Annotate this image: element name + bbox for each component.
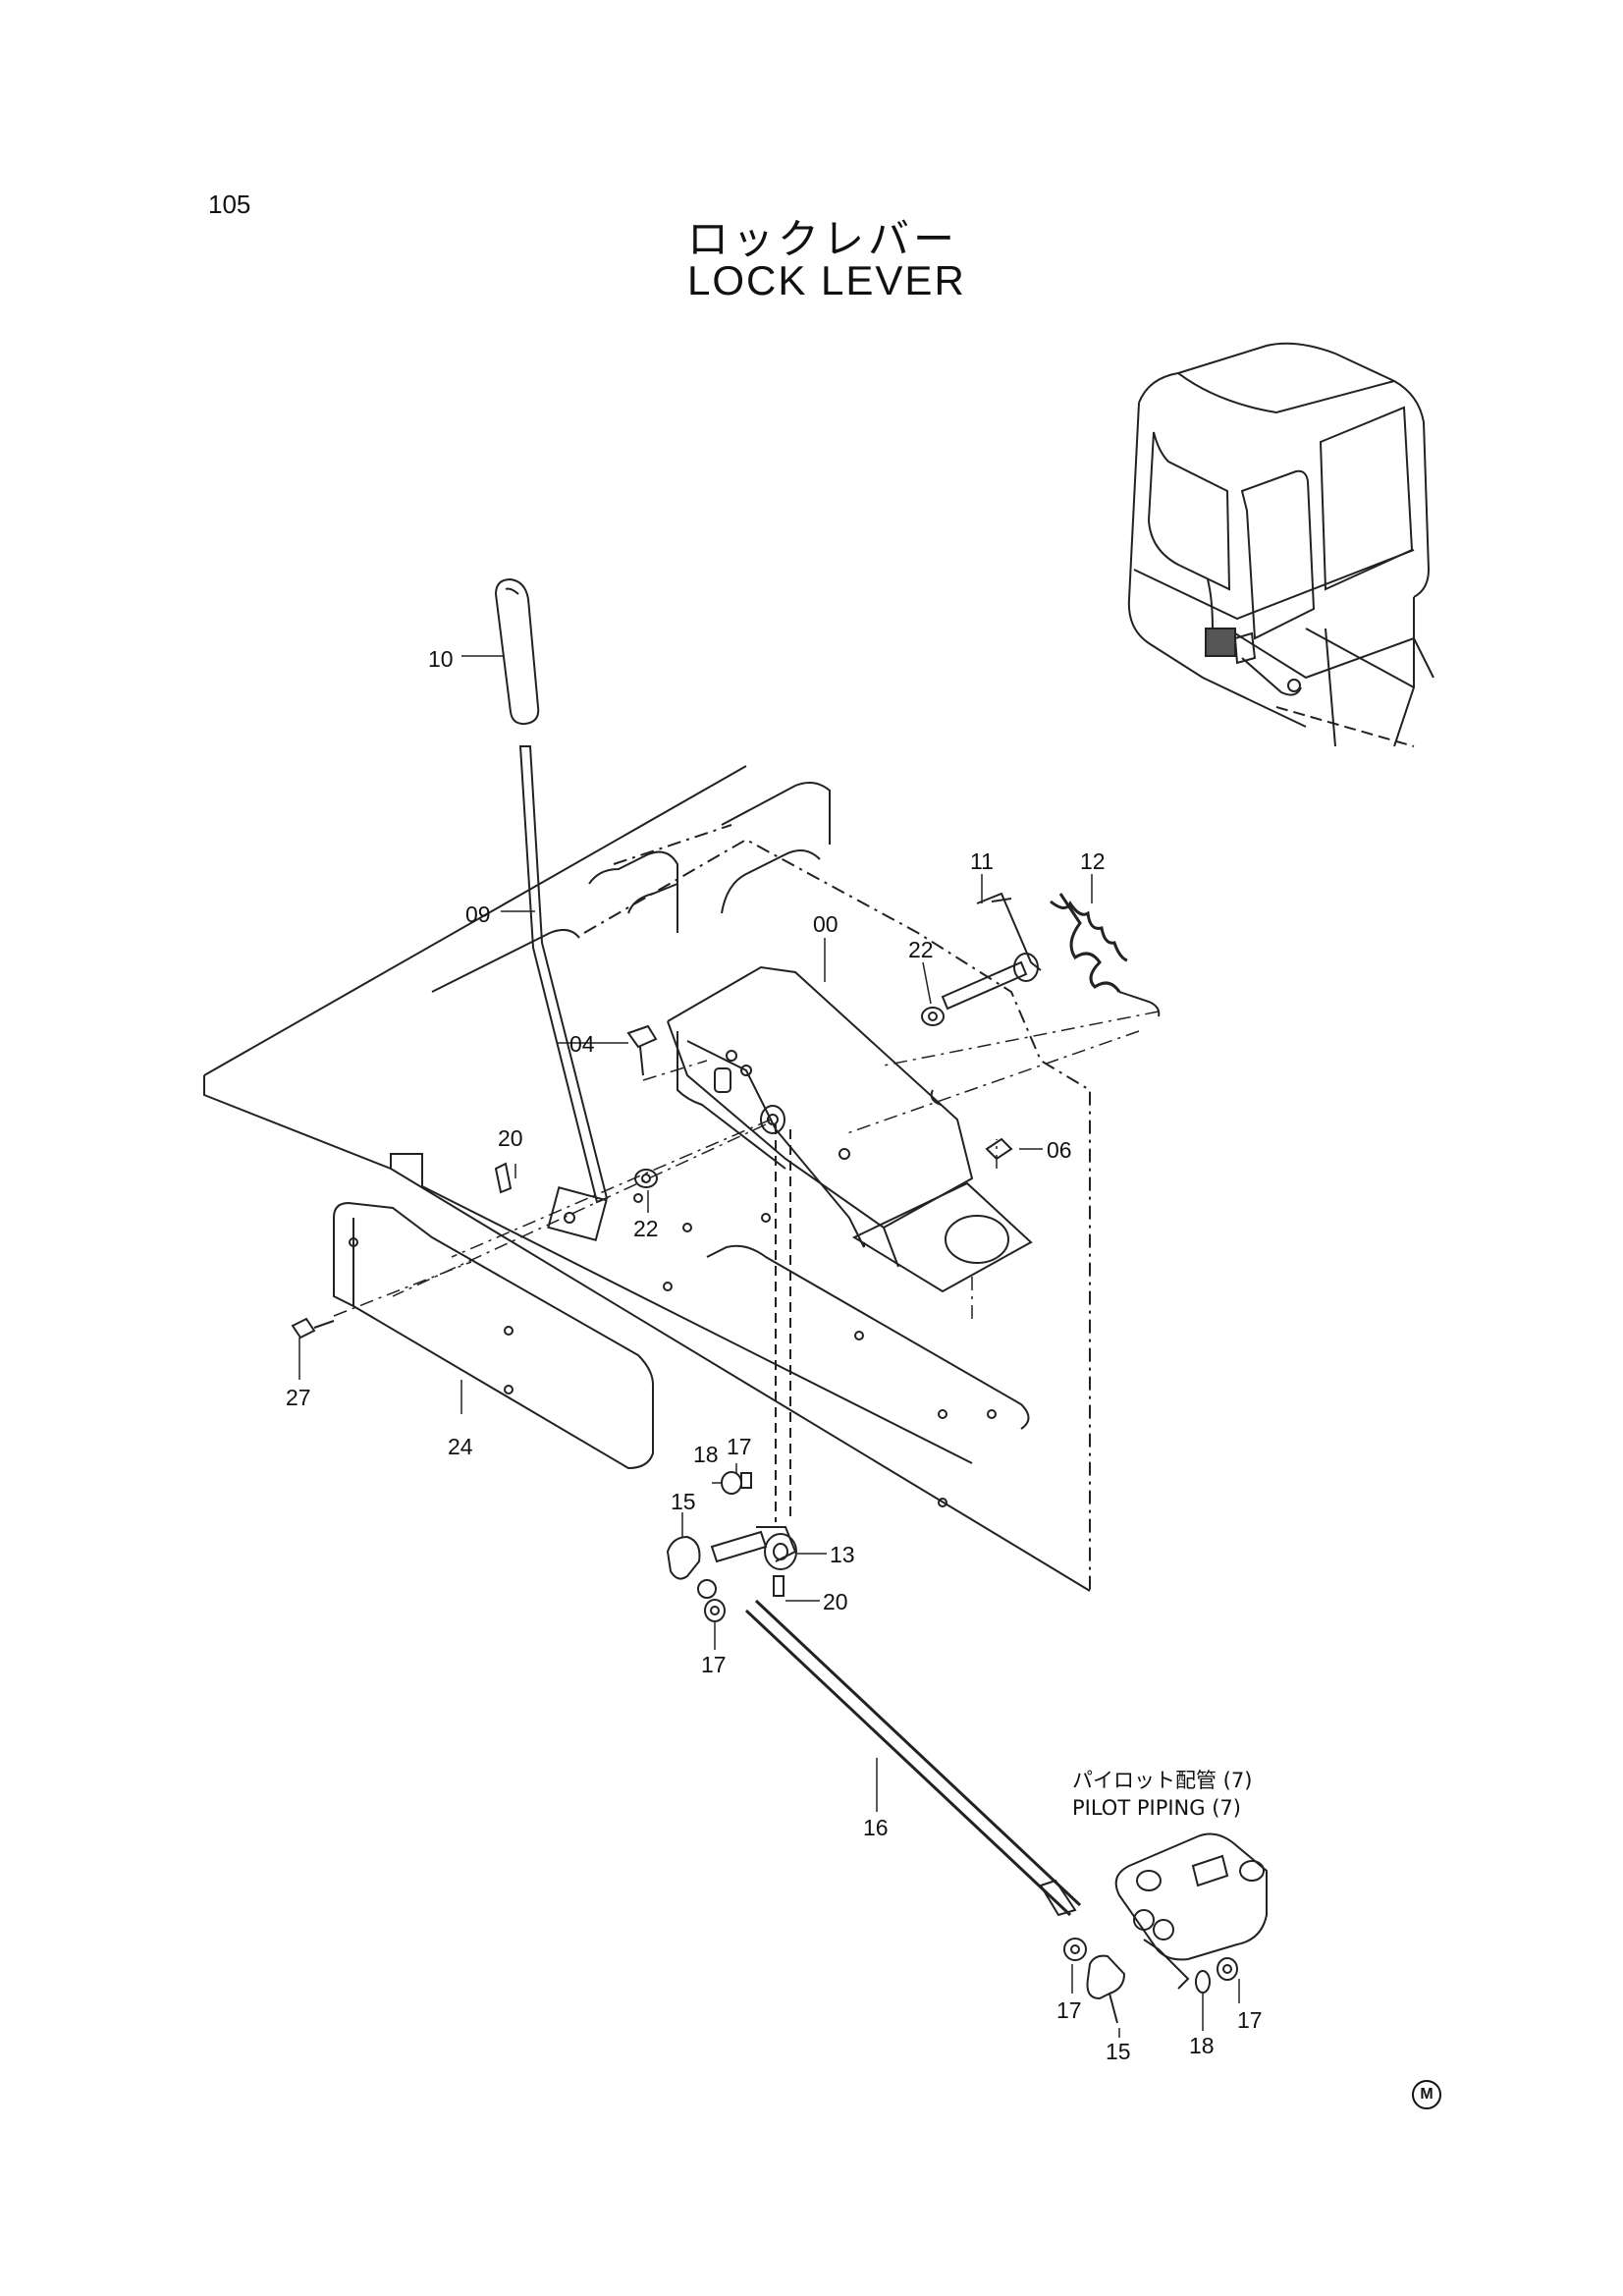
part-label-17-lower-left: 17 (1056, 1997, 1082, 2023)
bracket-box-drawing (667, 965, 1033, 1293)
pilot-piping-label-jp: パイロット配管 (7) (1072, 1769, 1253, 1792)
part-label-24: 24 (448, 1434, 473, 1459)
part-label-12: 12 (1080, 848, 1106, 874)
part-label-11: 11 (970, 848, 994, 874)
part-label-18-upper: 18 (693, 1442, 719, 1467)
part-label-09: 09 (465, 902, 491, 927)
assembly-lines (333, 1011, 1160, 1321)
part-label-04: 04 (569, 1031, 595, 1057)
part-label-16: 16 (863, 1815, 889, 1840)
part-label-00: 00 (813, 911, 839, 937)
part-label-10: 10 (428, 646, 454, 672)
title-japanese: ロックレバー (687, 215, 959, 263)
vertical-link-dashed (775, 1124, 791, 1522)
pin-and-spring-drawing (941, 892, 1161, 1017)
part-label-15-upper: 15 (671, 1489, 696, 1514)
cover-plate-drawing (333, 1201, 654, 1470)
part-label-15-lower: 15 (1106, 2039, 1131, 2064)
part-label-13: 13 (830, 1542, 855, 1567)
part-label-27: 27 (286, 1385, 311, 1410)
fasteners-drawing (291, 1007, 1013, 1339)
pilot-piping-label-en: PILOT PIPING (7) (1072, 1796, 1241, 1820)
part-label-18-lower: 18 (1189, 2033, 1215, 2058)
part-label-20-upper: 20 (498, 1125, 523, 1151)
part-label-22-lower: 22 (633, 1216, 659, 1241)
part-label-17-lower-right: 17 (1237, 2007, 1263, 2033)
cab-inset-drawing (1127, 342, 1434, 747)
m-mark-symbol: M (1412, 2080, 1441, 2109)
part-label-17-upper: 17 (727, 1434, 752, 1459)
part-label-17-middle: 17 (701, 1652, 727, 1677)
floor-plate-drawing (203, 765, 1091, 1592)
part-label-20-lower: 20 (823, 1589, 848, 1614)
pilot-valve-drawing (1114, 1832, 1268, 1994)
part-label-06: 06 (1047, 1137, 1072, 1163)
lower-linkage-drawing (666, 1471, 1126, 2024)
leader-lines (298, 655, 1240, 2038)
page-number: 105 (208, 190, 251, 219)
part-label-22-upper: 22 (908, 937, 934, 962)
title-english: LOCK LEVER (687, 257, 966, 303)
